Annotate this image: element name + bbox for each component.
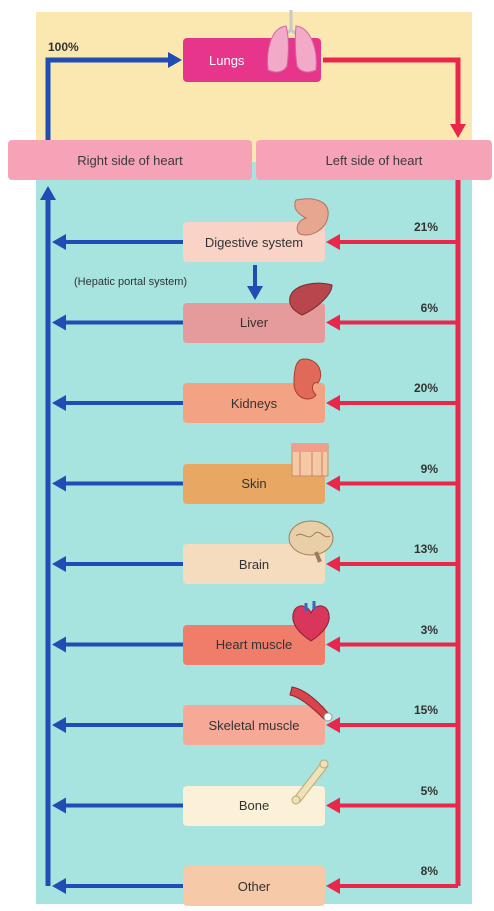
blood-flow-percent: 21%	[390, 220, 438, 234]
venous-return-arrowhead	[52, 556, 66, 572]
right-heart-label: Right side of heart	[77, 153, 183, 168]
blood-flow-percent: 20%	[390, 381, 438, 395]
muscle-icon	[286, 677, 336, 727]
venous-return-arrowhead	[52, 717, 66, 733]
heart-icon	[286, 597, 336, 647]
hepatic-portal-arrowhead	[247, 286, 263, 300]
lungs-label: Lungs	[209, 53, 244, 68]
venous-trunk-arrowhead	[40, 186, 56, 200]
venous-return-arrowhead	[52, 878, 66, 894]
right-heart-bar: Right side of heart	[8, 140, 252, 180]
arterial-supply-arrowhead	[326, 878, 340, 894]
organ-label: Liver	[240, 315, 268, 330]
left-heart-bar: Left side of heart	[256, 140, 492, 180]
liver-icon	[286, 275, 336, 325]
blood-flow-percent: 8%	[390, 864, 438, 878]
organ-label: Kidneys	[231, 396, 277, 411]
bone-icon	[286, 758, 336, 808]
skin-icon	[286, 436, 336, 486]
left-heart-label: Left side of heart	[326, 153, 423, 168]
pulmonary-vein-arrow	[323, 60, 458, 124]
lungs-percent: 100%	[48, 40, 79, 54]
blood-flow-percent: 3%	[390, 623, 438, 637]
organ-label: Skin	[241, 476, 266, 491]
brain-icon	[286, 516, 336, 566]
blood-flow-percent: 15%	[390, 703, 438, 717]
venous-return-arrowhead	[52, 395, 66, 411]
organ-label: Brain	[239, 557, 269, 572]
blood-flow-percent: 13%	[390, 542, 438, 556]
hepatic-portal-label: (Hepatic portal system)	[74, 276, 187, 288]
blood-flow-percent: 5%	[390, 784, 438, 798]
blood-flow-percent: 6%	[390, 301, 438, 315]
venous-return-arrowhead	[52, 798, 66, 814]
pulmonary-artery-arrow	[48, 60, 168, 140]
venous-return-arrowhead	[52, 476, 66, 492]
organ-box: Other	[183, 866, 325, 906]
pulmonary-artery-arrowhead	[168, 52, 182, 68]
organ-label: Other	[238, 879, 271, 894]
lungs-icon	[262, 8, 328, 80]
venous-return-arrowhead	[52, 234, 66, 250]
kidney-icon	[286, 355, 336, 405]
blood-flow-percent: 9%	[390, 462, 438, 476]
stomach-icon	[286, 194, 336, 244]
organ-label: Heart muscle	[216, 637, 293, 652]
organ-label: Bone	[239, 798, 269, 813]
venous-return-arrowhead	[52, 637, 66, 653]
pulmonary-vein-arrowhead	[450, 124, 466, 138]
venous-return-arrowhead	[52, 315, 66, 331]
